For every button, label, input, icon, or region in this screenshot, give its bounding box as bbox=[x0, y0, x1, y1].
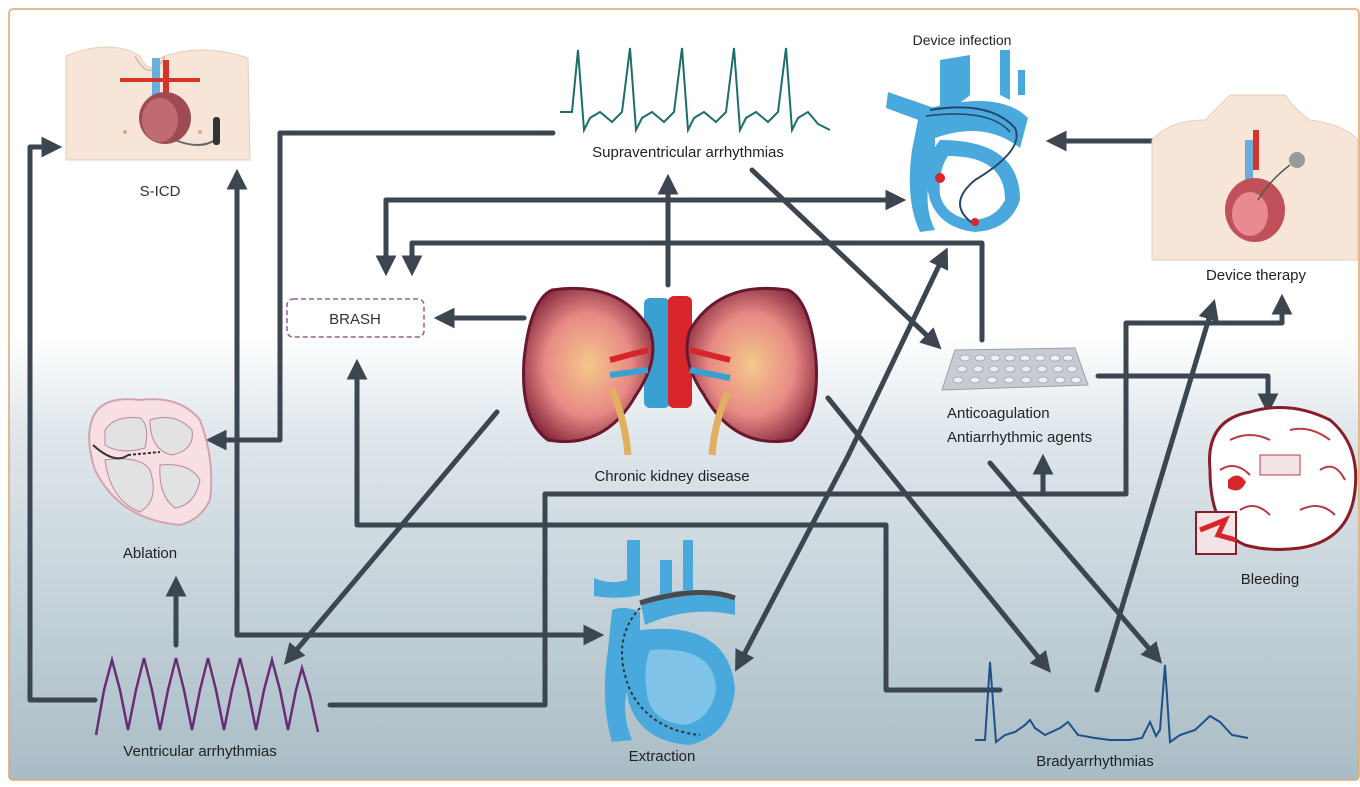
label-bleeding: Bleeding bbox=[1241, 571, 1299, 588]
label-extraction: Extraction bbox=[629, 748, 696, 765]
label-supraventricular: Supraventricular arrhythmias bbox=[592, 144, 784, 161]
label-ckd: Chronic kidney disease bbox=[594, 468, 749, 485]
label-antiarrhythmic: Antiarrhythmic agents bbox=[947, 429, 1092, 446]
label-ventricular: Ventricular arrhythmias bbox=[123, 743, 276, 760]
label-ablation: Ablation bbox=[123, 545, 177, 562]
sicd-torso-icon bbox=[66, 47, 250, 160]
label-bradyarrhythmias: Bradyarrhythmias bbox=[1036, 753, 1154, 770]
label-brash: BRASH bbox=[329, 311, 381, 328]
pill-blister-pack-icon bbox=[942, 348, 1088, 390]
label-device-infection: Device infection bbox=[913, 32, 1012, 48]
label-sicd: S-ICD bbox=[140, 183, 181, 200]
label-device-therapy: Device therapy bbox=[1206, 267, 1307, 284]
brain-hemorrhage-icon bbox=[1196, 408, 1356, 555]
label-anticoagulation: Anticoagulation bbox=[947, 405, 1050, 422]
